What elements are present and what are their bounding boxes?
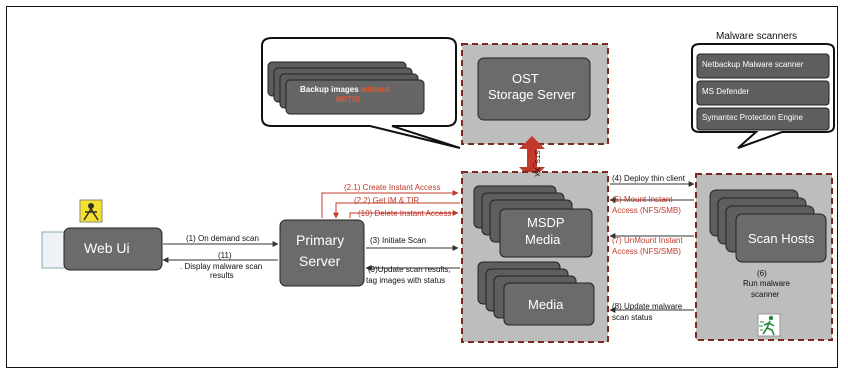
web-ui-box xyxy=(63,227,163,271)
arrow-9-label-a: (9)Update scan results, xyxy=(368,265,451,274)
run-scanner-num: (6) xyxy=(757,269,767,278)
scanners-title: Malware scanners xyxy=(716,31,798,42)
user-icon xyxy=(79,199,103,223)
ost-label-2: Storage Server xyxy=(488,87,576,102)
arrow-11-label-b: . Display malware scan xyxy=(180,262,263,271)
arrow-11-label-c: results xyxy=(210,271,234,280)
arrow-8-label-a: (8) Update malware xyxy=(612,302,683,311)
arrow-8-label-b: scan status xyxy=(612,313,653,322)
media-stack xyxy=(477,261,595,326)
scanner-box-2 xyxy=(696,80,830,106)
backup-images-text: Backup images xyxy=(300,85,361,94)
running-man-icon xyxy=(757,313,781,337)
arrow-2-1 xyxy=(321,190,459,218)
arrow-7-label-b: Access (NFS/SMB) xyxy=(612,247,681,256)
scan-hosts-stack xyxy=(709,189,827,263)
msdp-label-2: Media xyxy=(525,232,561,247)
primary-label-2: Server xyxy=(299,253,341,269)
scanner-label-1: Netbackup Malware scanner xyxy=(702,60,804,69)
arrow-5-label-a: (5) Mount Instant xyxy=(612,195,673,204)
primary-server-box xyxy=(279,219,365,287)
arrow-3-label: (3) Initiate Scan xyxy=(370,236,427,245)
ost-label-1: OST xyxy=(512,71,539,86)
run-scanner-line2: scanner xyxy=(751,290,780,299)
scanner-box-3 xyxy=(696,107,830,131)
arrow-5-label-b: Access (NFS/SMB) xyxy=(612,206,681,215)
arrow-10 xyxy=(349,210,459,218)
primary-label-1: Primary xyxy=(296,232,345,248)
scan-hosts-label: Scan Hosts xyxy=(748,231,815,246)
backup-images-red: without xyxy=(360,85,390,94)
arrow-11-label-a: (11) xyxy=(218,251,232,260)
diagram-frame xyxy=(6,6,838,368)
arrow-10-label: (10) Delete Instant Access xyxy=(358,209,452,218)
scanner-label-3: Symantec Protection Engine xyxy=(702,113,803,122)
arrow-7-label-a: (7) UnMount Instant xyxy=(612,236,683,245)
backup-images-red-2: IM/TIR xyxy=(336,95,360,104)
web-ui-label: Web Ui xyxy=(84,240,130,256)
msdp-label-1: MSDP xyxy=(527,215,565,230)
msdp-media-stack xyxy=(473,185,593,258)
ost-storage-server xyxy=(477,57,591,121)
scanner-label-2: MS Defender xyxy=(702,87,750,96)
arrow-9-label-b: tag images with status xyxy=(366,276,446,285)
arrow-2-1-label: (2.1) Create Instant Access xyxy=(344,183,441,192)
arrow-2-2 xyxy=(333,202,460,219)
arrow-2-2-label: (2.2) Get IM & TIR xyxy=(354,196,420,205)
web-ui-thumbnail xyxy=(41,231,67,269)
scanner-box-1 xyxy=(696,53,830,79)
backup-images-label: Backup images without xyxy=(300,85,390,94)
arrow-4-label: (4) Deploy thin client xyxy=(612,174,685,183)
backup-images-stack xyxy=(267,61,425,115)
sts-label: STS_XX xyxy=(533,150,540,177)
arrow-1-label: (1) On demand scan xyxy=(186,234,259,243)
media-label: Media xyxy=(528,297,564,312)
run-scanner-line1: Run malware xyxy=(743,279,791,288)
